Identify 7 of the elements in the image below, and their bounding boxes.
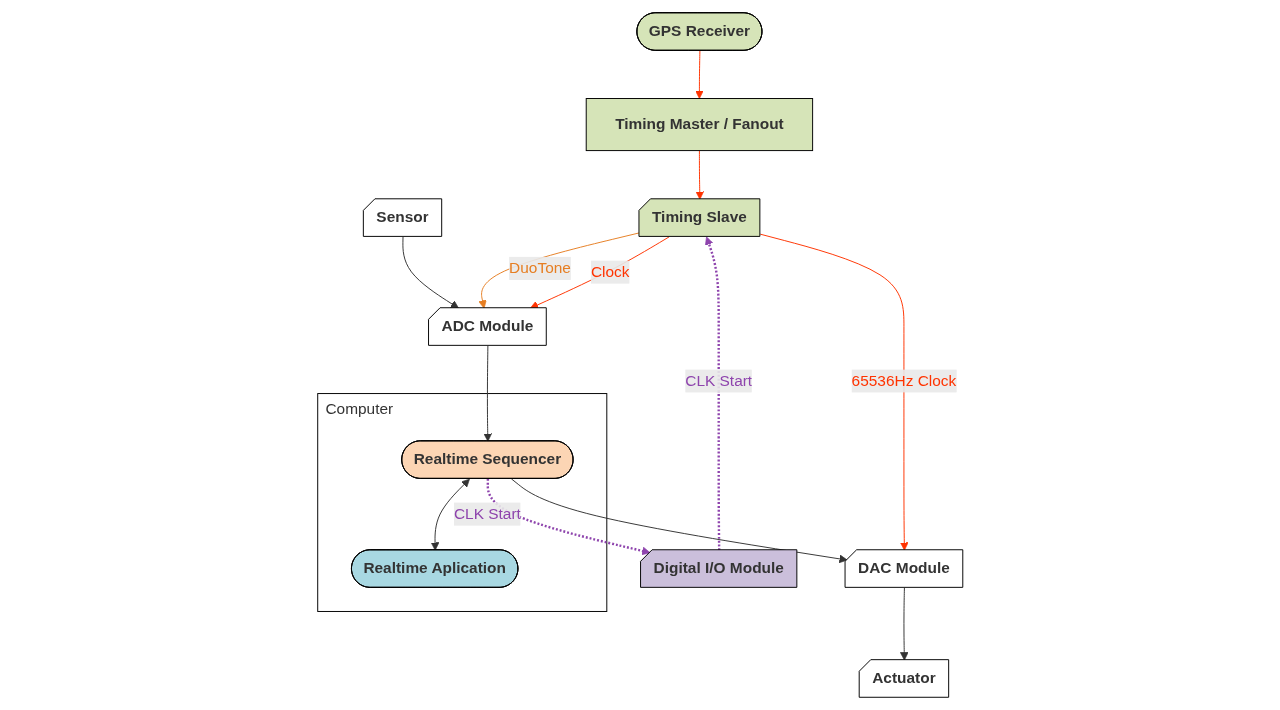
edge-label: 65536Hz Clock (851, 372, 956, 389)
edge-label: DuoTone (508, 259, 571, 277)
node-box: Timing Master / Fanout (585, 98, 813, 152)
edge-label: CLK Start (453, 505, 521, 522)
arrow (486, 478, 651, 556)
edge-label: CLK Start (685, 372, 752, 389)
edge-label: Clock (590, 263, 630, 280)
